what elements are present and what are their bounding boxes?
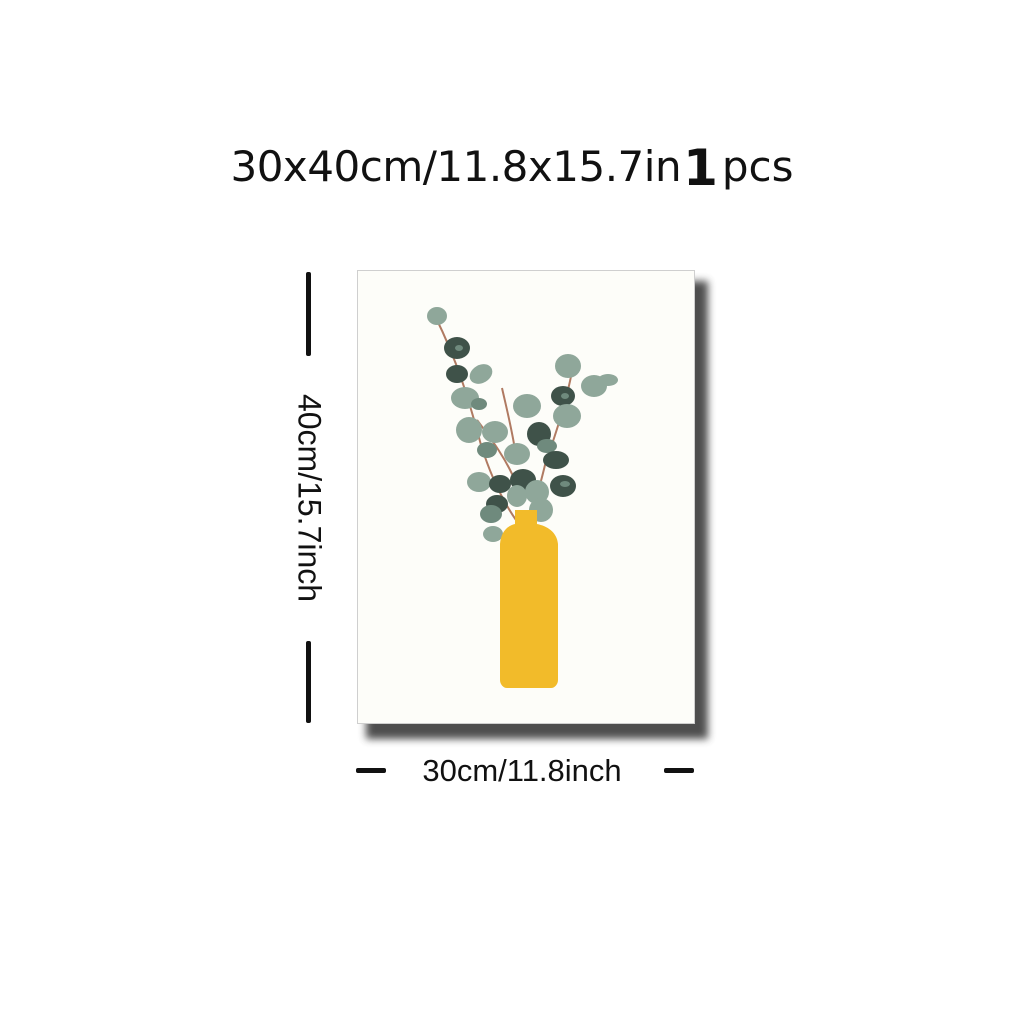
- width-dimension-line-left: [356, 768, 386, 773]
- yellow-vase: [500, 510, 558, 688]
- eucalyptus-vase-artwork: [427, 307, 618, 688]
- size-title: 30x40cm/11.8x15.7in1pcs: [0, 138, 1024, 194]
- size-text: 30x40cm/11.8x15.7in: [230, 142, 682, 191]
- quantity-unit: pcs: [721, 142, 794, 191]
- height-dimension-line-top: [306, 272, 311, 356]
- height-dimension-label: 40cm/15.7inch: [291, 393, 328, 603]
- width-dimension-label: 30cm/11.8inch: [422, 753, 622, 788]
- eucalyptus-leaves: [427, 307, 618, 542]
- width-dimension-line-right: [664, 768, 694, 773]
- height-dimension-line-bottom: [306, 641, 311, 723]
- quantity-number: 1: [683, 139, 718, 197]
- canvas-print: [357, 270, 695, 724]
